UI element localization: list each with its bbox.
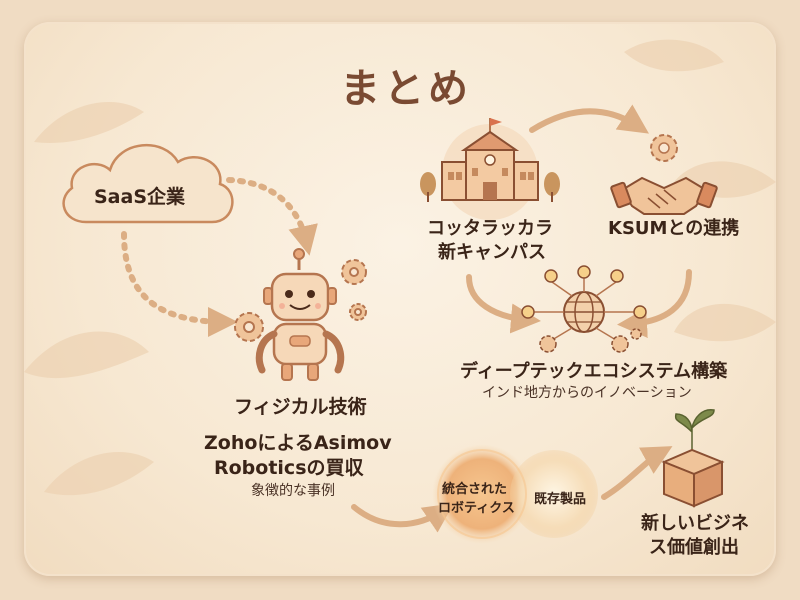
symbolic-case-note: 象徴的な事例 bbox=[251, 483, 335, 499]
cloud-icon bbox=[62, 143, 234, 224]
robot-icon bbox=[255, 248, 345, 381]
venn-right-label: 既存製品 bbox=[534, 492, 587, 507]
venn-diagram bbox=[432, 444, 598, 544]
new-business-line1: 新しいビジネ bbox=[641, 513, 749, 534]
campus-line1: コッタラッカラ bbox=[427, 218, 553, 239]
arrow-saas-down bbox=[121, 231, 238, 337]
campus-line2: 新キャンパス bbox=[438, 242, 546, 263]
physical-tech-title: フィジカル技術 bbox=[234, 396, 367, 418]
new-business-line2: ス価値創出 bbox=[649, 537, 739, 558]
arrow-campus-to-ecosystem bbox=[466, 274, 541, 334]
flow-arrows bbox=[121, 104, 692, 533]
leaf-decoration-left bbox=[24, 102, 154, 496]
page-title: まとめ bbox=[340, 66, 472, 112]
venn-left-line1: 統合された bbox=[442, 482, 508, 497]
school-building-icon bbox=[420, 118, 560, 220]
arrow-campus-to-ksum bbox=[529, 104, 649, 134]
venn-left-line2: ロボティクス bbox=[438, 501, 515, 516]
globe-icon bbox=[534, 277, 634, 341]
saas-company-label: SaaS企業 bbox=[94, 186, 186, 208]
zoho-case-line1: ZohoによるAsimov bbox=[204, 432, 392, 454]
arrow-robot-to-venn bbox=[351, 503, 454, 533]
ecosystem-subtitle: インド地方からのイノベーション bbox=[482, 385, 692, 401]
zoho-case-line2: Roboticsの買収 bbox=[214, 457, 364, 479]
arrow-saas-to-robot bbox=[226, 177, 318, 256]
handshake-icon bbox=[610, 134, 718, 215]
summary-card: まとめ SaaS企業 フィジカル技術 ZohoによるAsimov Robotic… bbox=[24, 22, 776, 576]
gear-icon bbox=[539, 328, 642, 353]
ecosystem-title: ディープテックエコシステム構築 bbox=[460, 361, 728, 382]
diagram-canvas bbox=[24, 39, 776, 544]
arrow-venn-to-business bbox=[601, 446, 673, 500]
gear-icon bbox=[234, 259, 367, 342]
box-sprout-icon bbox=[661, 409, 725, 508]
ksum-label: KSUMとの連携 bbox=[608, 218, 740, 239]
lightbulb-icon bbox=[521, 265, 647, 319]
arrow-ksum-to-ecosystem bbox=[617, 269, 692, 338]
